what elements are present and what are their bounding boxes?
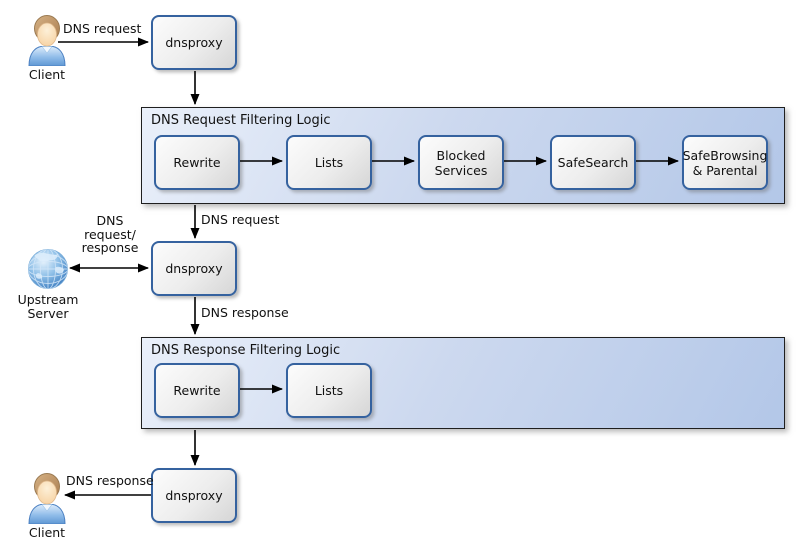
filter-box-label: Rewrite (173, 155, 221, 170)
dnsproxy-node-top: dnsproxy (151, 15, 237, 70)
label-upstream-exchange: DNS request/ response (81, 213, 139, 255)
client-top-label: Client (28, 67, 66, 82)
label-dns-response-bottom: DNS response (66, 473, 154, 488)
filter-box-rewrite: Rewrite (154, 135, 240, 190)
filter-box-safesearch: SafeSearch (550, 135, 636, 190)
filter-box-label: Blocked Services (434, 147, 488, 178)
client-bottom-label: Client (28, 525, 66, 540)
dnsproxy-label: dnsproxy (165, 35, 223, 50)
actor-client-top: Client (16, 14, 78, 82)
label-dns-response-middle: DNS response (201, 305, 289, 320)
filter-box-lists: Lists (286, 135, 372, 190)
filter-box-label: Rewrite (173, 383, 221, 398)
person-icon (28, 15, 66, 66)
actor-client-bottom: Client (16, 472, 78, 540)
dnsproxy-label: dnsproxy (165, 488, 223, 503)
filter-box-label: Lists (314, 383, 344, 398)
filter-box-safebrowsing-parental: SafeBrowsing & Parental (682, 135, 768, 190)
dnsproxy-node-middle: dnsproxy (151, 241, 237, 296)
upstream-server-label: Upstream Server (17, 292, 79, 321)
filter-box-label: SafeBrowsing & Parental (682, 147, 768, 178)
response-filtering-container: DNS Response Filtering Logic Rewrite Lis… (141, 337, 785, 429)
globe-icon (27, 248, 69, 290)
filter-box-blocked-services: Blocked Services (418, 135, 504, 190)
response-filtering-title: DNS Response Filtering Logic (151, 343, 341, 358)
filter-box-rewrite-response: Rewrite (154, 363, 240, 418)
dnsproxy-node-bottom: dnsproxy (151, 468, 237, 523)
filter-box-label: SafeSearch (557, 155, 629, 170)
request-filtering-title: DNS Request Filtering Logic (151, 113, 331, 128)
filter-box-lists-response: Lists (286, 363, 372, 418)
dnsproxy-label: dnsproxy (165, 261, 223, 276)
label-dns-request-top: DNS request (63, 21, 142, 36)
filter-box-label: Lists (314, 155, 344, 170)
request-filtering-container: DNS Request Filtering Logic Rewrite List… (141, 107, 785, 204)
person-icon (28, 473, 66, 524)
label-dns-request-middle: DNS request (201, 212, 280, 227)
actor-upstream-server: Upstream Server (18, 247, 78, 320)
